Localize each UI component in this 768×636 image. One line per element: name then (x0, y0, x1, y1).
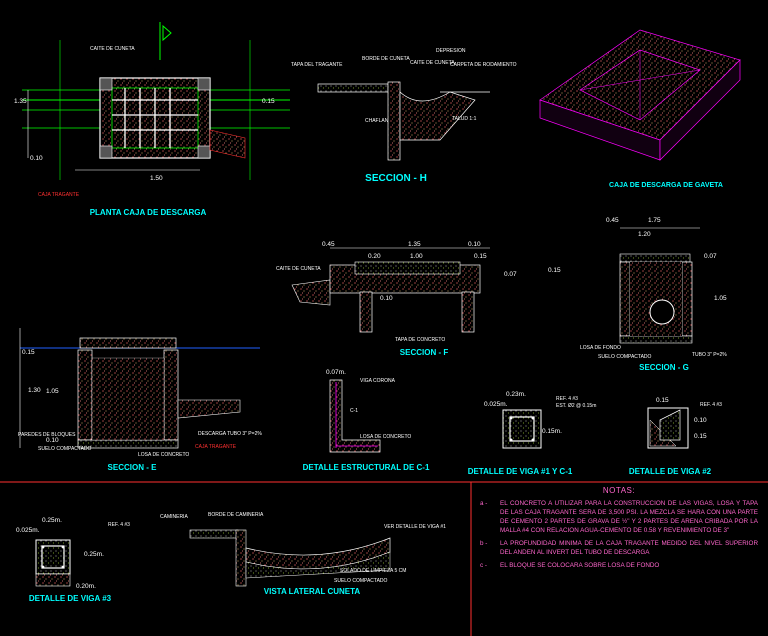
dim-planta-010: 0.10 (30, 155, 43, 162)
detalle-viga-1: 0.23m. 0.025m. 0.15m. REF. 4 #3 EST. Ø2 … (468, 391, 597, 476)
title-seccion-h: SECCION - H (365, 173, 427, 184)
label-ver-detalle: VER DETALLE DE VIGA #1 (384, 524, 446, 530)
dim-v3-025m: 0.25m. (42, 517, 62, 524)
title-caja-gaveta: CAJA DE DESCARGA DE GAVETA (609, 182, 723, 189)
dim-g-045: 0.45 (606, 217, 619, 224)
label-tubo-g: TUBO 3" P=2% (692, 352, 727, 358)
dim-e-010: 0.10 (46, 437, 59, 444)
dim-e-105: 1.05 (46, 388, 59, 395)
title-viga-3: DETALLE DE VIGA #3 (29, 594, 112, 603)
detalle-viga-2: 0.15 0.10 0.15 REF. 4 #3 DETALLE DE VIGA… (629, 397, 722, 476)
dim-v3-020m: 0.20m. (76, 583, 96, 590)
note-a-label: a - (480, 500, 488, 507)
dim-g-105: 1.05 (714, 295, 727, 302)
caja-gaveta: CAJA DE DESCARGA DE GAVETA (539, 29, 741, 189)
dim-f-135: 1.35 (408, 241, 421, 248)
label-suelo-cuneta: SUELO COMPACTADO (334, 578, 388, 584)
dim-v1-023m: 0.23m. (506, 391, 526, 398)
label-caja-tragante-e: CAJA TRAGANTE (195, 444, 237, 450)
notes-panel: NOTAS: a - EL CONCRETO A UTILIZAR PARA L… (474, 486, 764, 632)
dim-f-015: 0.15 (474, 253, 487, 260)
label-caite-f: CAITE DE CUNETA (276, 266, 321, 272)
detalle-c1: 0.07m. VIGA CORONA C-1 LOSA DE CONCRETO … (303, 369, 430, 472)
title-cuneta: VISTA LATERAL CUNETA (264, 587, 361, 596)
dim-f-010: 0.10 (468, 241, 481, 248)
notes-heading: NOTAS: (602, 486, 636, 495)
note-b: b - LA PROFUNDIDAD MINIMA DE LA CAJA TRA… (480, 539, 758, 557)
note-b-text: LA PROFUNDIDAD MINIMA DE LA CAJA TRAGANT… (500, 540, 758, 556)
dim-v3-0025m: 0.025m. (16, 527, 40, 534)
label-solado: SOLADO DE LIMPIEZA 5 CM (340, 568, 406, 574)
title-viga-2: DETALLE DE VIGA #2 (629, 467, 712, 476)
dim-planta-135: 1.35 (14, 98, 27, 105)
dim-c1-007m: 0.07m. (326, 369, 346, 376)
label-carpeta: CARPETA DE RODAMIENTO (450, 62, 517, 68)
label-descarga-tubo: DESCARGA TUBO 3" P=2% (198, 431, 262, 437)
label-caja-tragante: CAJA TRAGANTE (38, 192, 80, 198)
seccion-h: TAPA DEL TRAGANTE BORDE DE CUNETA CAITE … (291, 48, 517, 184)
note-c: c - EL BLOQUE SE COLOCARA SOBRE LOSA DE … (480, 561, 758, 570)
label-camineria: CAMINERIA (160, 514, 188, 520)
seccion-f: 0.45 1.35 0.10 0.20 1.00 0.15 0.07 0.10 … (276, 241, 517, 357)
dim-v1-015m: 0.15m. (542, 428, 562, 435)
title-seccion-g: SECCION - G (639, 363, 689, 372)
dim-planta-150: 1.50 (150, 175, 163, 182)
frame-lines (0, 481, 768, 636)
dim-g-120: 1.20 (638, 231, 651, 238)
dim-g-015: 0.15 (548, 267, 561, 274)
label-c1: C-1 (350, 408, 358, 414)
label-v1-est: EST. Ø2 @ 0.15m (556, 403, 596, 409)
seccion-e: 0.15 1.30 1.05 0.10 LOSA DE CONCRETO PAR… (18, 328, 262, 472)
dim-v2-015: 0.15 (656, 397, 669, 404)
dim-g-175: 1.75 (648, 217, 661, 224)
dim-v1-0025m: 0.025m. (484, 401, 508, 408)
dim-f-020: 0.20 (368, 253, 381, 260)
dim-e-130: 1.30 (28, 387, 41, 394)
label-v1-ref: REF. 4 #3 (556, 396, 578, 402)
label-borde-camineria: BORDE DE CAMINERIA (208, 512, 264, 518)
label-chaflan: CHAFLAN (365, 118, 389, 124)
dim-f-100: 1.00 (410, 253, 423, 260)
note-a: a - EL CONCRETO A UTILIZAR PARA LA CONST… (480, 499, 758, 535)
label-losa-concreto: LOSA DE CONCRETO (138, 452, 189, 458)
label-losa-c1: LOSA DE CONCRETO (360, 434, 411, 440)
dim-e-015: 0.15 (22, 349, 35, 356)
label-talud: TALUD 1:1 (452, 116, 477, 122)
label-depresion: DEPRESION (436, 48, 466, 54)
label-v3-ref: REF. 4 #3 (108, 522, 130, 528)
dim-f-045: 0.45 (322, 241, 335, 248)
dim-v2-010: 0.10 (694, 417, 707, 424)
title-seccion-e: SECCION - E (108, 463, 158, 472)
dim-f-007: 0.07 (504, 271, 517, 278)
dim-v2-015b: 0.15 (694, 433, 707, 440)
title-seccion-f: SECCION - F (400, 348, 449, 357)
dim-f-010b: 0.10 (380, 295, 393, 302)
title-viga-1: DETALLE DE VIGA #1 Y C-1 (468, 467, 573, 476)
label-caite-cuneta: CAITE DE CUNETA (90, 46, 135, 52)
label-caite-h: CAITE DE CUNETA (410, 60, 455, 66)
label-tapa-concreto: TAPA DE CONCRETO (395, 337, 445, 343)
label-v2-ref: REF. 4 #3 (700, 402, 722, 408)
title-planta: PLANTA CAJA DE DESCARGA (90, 208, 207, 217)
dim-v3-025mb: 0.25m. (84, 551, 104, 558)
title-detalle-c1: DETALLE ESTRUCTURAL DE C-1 (303, 463, 430, 472)
detalle-viga-3: 0.25m. 0.025m. 0.25m. 0.20m. REF. 4 #3 D… (16, 517, 130, 603)
note-b-label: b - (480, 540, 488, 547)
dim-g-007: 0.07 (704, 253, 717, 260)
label-suelo-e: SUELO COMPACTADO (38, 446, 92, 452)
note-c-label: c - (480, 562, 487, 569)
seccion-g: 0.45 1.75 1.20 0.07 1.05 0.15 LOSA DE FO… (548, 217, 727, 372)
vista-lateral-cuneta: CAMINERIA BORDE DE CAMINERIA VER DETALLE… (160, 512, 446, 596)
label-viga-corona: VIGA CORONA (360, 378, 396, 384)
label-paredes-bloques: PAREDES DE BLOQUES (18, 432, 76, 438)
label-losa-fondo: LOSA DE FONDO (580, 345, 621, 351)
dim-planta-015: 0.15 (262, 98, 275, 105)
note-c-text: EL BLOQUE SE COLOCARA SOBRE LOSA DE FOND… (500, 562, 660, 569)
label-suelo-g: SUELO COMPACTADO (598, 354, 652, 360)
note-a-text: EL CONCRETO A UTILIZAR PARA LA CONSTRUCC… (500, 500, 758, 534)
planta-caja-descarga: 1.35 0.10 0.15 1.50 CAJA TRAGANTE CAITE … (14, 22, 290, 217)
label-tapa-tragante: TAPA DEL TRAGANTE (291, 62, 343, 68)
label-borde-cuneta: BORDE DE CUNETA (362, 56, 410, 62)
